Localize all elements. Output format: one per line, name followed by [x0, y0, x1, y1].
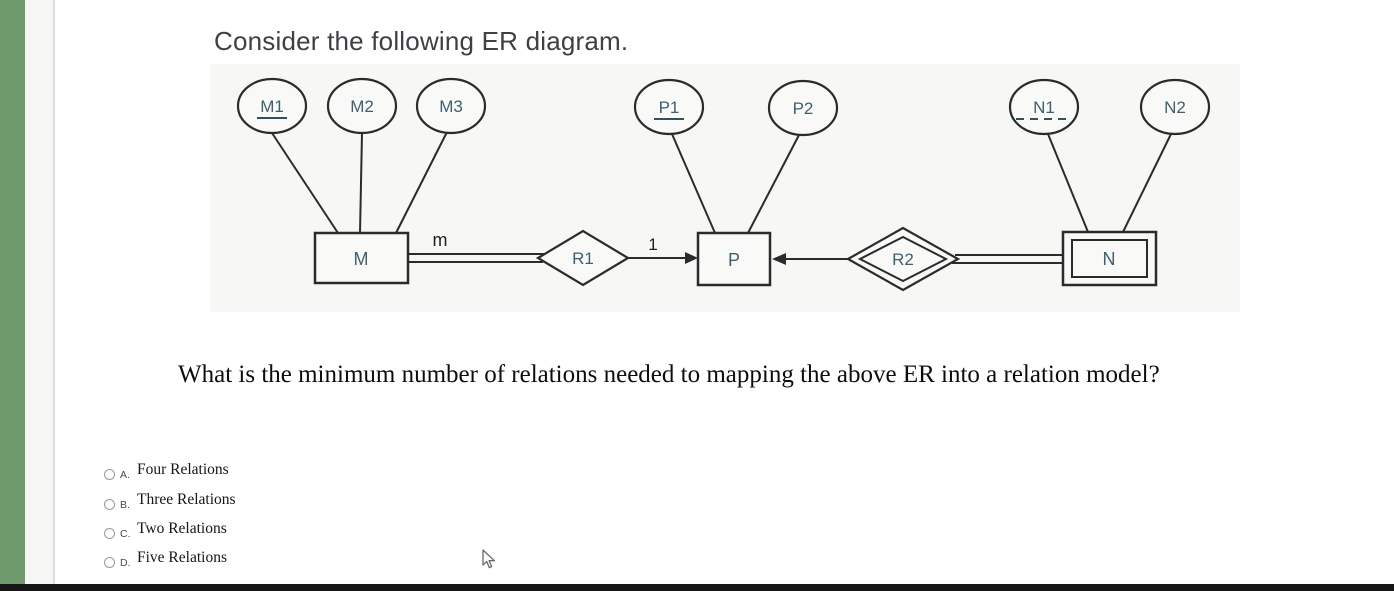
edge-p1-p [671, 133, 716, 234]
option-label-c[interactable]: Two Relations [137, 520, 227, 537]
cardinality-label-m: m [433, 230, 448, 250]
mouse-cursor-icon [482, 549, 496, 569]
attribute-label-p2: P2 [793, 99, 814, 118]
attribute-ellipse-m1 [236, 77, 308, 135]
question-text: What is the minimum number of relations … [178, 361, 1160, 388]
edge-m1-m [271, 132, 339, 234]
option-label-a[interactable]: Four Relations [137, 461, 229, 478]
entity-label-m: M [354, 249, 369, 269]
attribute-ellipse-m2 [326, 77, 398, 135]
page-title: Consider the following ER diagram. [214, 26, 629, 56]
entity-rect-p [696, 231, 772, 287]
relationship-label-r1: R1 [572, 249, 594, 268]
attribute-label-n1: N1 [1033, 98, 1055, 117]
option-letter-c: C. [120, 528, 131, 540]
radio-option-b[interactable] [104, 499, 115, 510]
attribute-label-m2: M2 [350, 97, 374, 116]
attribute-ellipse-n1 [1008, 78, 1080, 136]
radio-option-d[interactable] [104, 557, 115, 568]
relationship-diamond-r1 [535, 229, 631, 287]
attribute-ellipse-m3 [415, 77, 487, 135]
entity-rect-m [313, 231, 410, 285]
attribute-label-n2: N2 [1164, 98, 1186, 117]
option-letter-b: B. [120, 499, 130, 511]
attribute-label-p1: P1 [659, 98, 680, 117]
relationship-diamond-r2-inner [857, 235, 949, 283]
option-letter-d: D. [120, 557, 131, 569]
attribute-ellipse-p1 [633, 78, 705, 136]
green-sidebar-strip [0, 0, 25, 584]
radio-option-a[interactable] [104, 469, 115, 480]
edge-p2-p [747, 134, 800, 234]
attribute-ellipse-n2 [1139, 78, 1211, 136]
er-diagram-panel: M1 M2 M3 P1 P2 N1 N2 M P N R1 R2 m 1 [210, 64, 1240, 312]
entity-rect-n-inner [1071, 239, 1148, 278]
attribute-label-m3: M3 [439, 97, 463, 116]
radio-option-c[interactable] [104, 528, 115, 539]
edge-m3-m [395, 131, 448, 234]
entity-label-n: N [1103, 249, 1116, 269]
arrowhead-into-p-left [685, 252, 698, 264]
option-label-b[interactable]: Three Relations [137, 491, 236, 508]
attribute-label-m1: M1 [260, 97, 284, 116]
relationship-label-r2: R2 [892, 250, 914, 269]
option-label-d[interactable]: Five Relations [137, 549, 227, 566]
bottom-letterbox-bar [0, 584, 1394, 591]
cardinality-label-1: 1 [648, 235, 657, 254]
left-gutter [25, 0, 55, 584]
option-letter-a: A. [120, 469, 130, 481]
edge-m2-m [359, 132, 363, 234]
er-diagram-svg: M1 M2 M3 P1 P2 N1 N2 M P N R1 R2 m 1 [236, 77, 1211, 292]
entity-label-p: P [728, 250, 740, 270]
edge-n2-n [1122, 133, 1172, 233]
arrowhead-into-p-right [772, 253, 786, 265]
attribute-ellipse-p2 [767, 79, 839, 137]
edge-n1-n [1047, 133, 1089, 233]
